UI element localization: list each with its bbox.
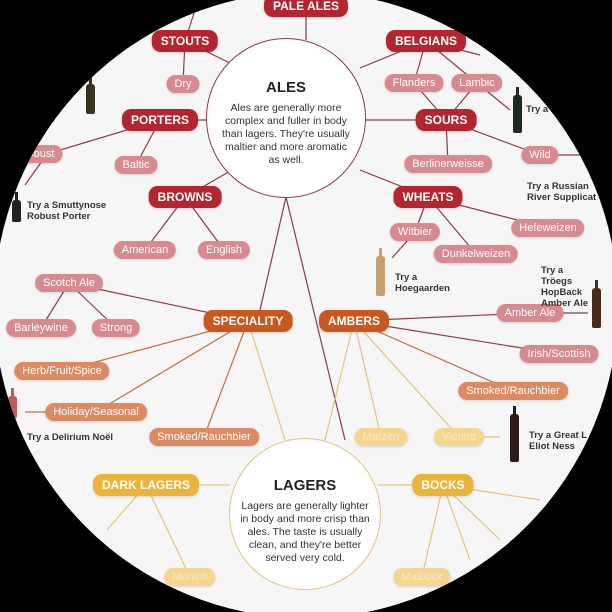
style-hefeweizen: Hefeweizen: [511, 219, 585, 237]
style-holiday-seasonal: Holiday/Seasonal: [45, 403, 147, 421]
style-flanders: Flanders: [384, 74, 444, 92]
style-dunkelweizen: Dunkelweizen: [433, 245, 519, 263]
suggestion-smuttynose: Try a Smuttynose Robust Porter: [27, 200, 107, 222]
style-witbier: Witbier: [389, 223, 441, 241]
style-amber-ale: Amber Ale: [496, 304, 564, 322]
style-marzen: Marzen: [354, 428, 408, 446]
style-robust: Robust: [11, 145, 63, 163]
style-strong: Strong: [91, 319, 141, 337]
suggestion-great-lakes: Try a Great L Eliot Ness: [529, 430, 587, 452]
style-irish-scottish: Irish/Scottish: [519, 345, 599, 363]
style-munich: Munich: [164, 568, 216, 586]
style-vienna: Vienna: [433, 428, 485, 446]
suggestion-troegs: Try a Tröegs HopBack Amber Ale: [541, 265, 589, 309]
category-ambers: AMBERS: [318, 310, 390, 332]
style-berlinerweisse: Berlinerweisse: [404, 155, 492, 173]
style-baltic: Baltic: [114, 156, 158, 174]
suggestion-hoegaarden: Try a Hoegaarden: [395, 272, 450, 294]
category-porters: PORTERS: [121, 109, 199, 131]
bottle-icon: [510, 406, 519, 462]
category-bocks: BOCKS: [412, 474, 474, 496]
bottle-icon: [513, 87, 522, 133]
style-maibock: Maibock: [393, 568, 451, 586]
category-sours: SOURS: [415, 109, 477, 131]
bottle-icon: [8, 388, 17, 418]
suggestion-russian-river: Try a Russian River Supplicat: [527, 181, 597, 203]
ales-title: ALES: [265, 79, 306, 96]
bottle-icon: [376, 248, 385, 296]
category-speciality: SPECIALITY: [203, 310, 293, 332]
ales-description: Ales are generally more complex and full…: [222, 102, 350, 166]
lagers-circle: LAGERS Lagers are generally lighter in b…: [229, 438, 381, 590]
category-pale-ales: PALE ALES: [263, 0, 349, 17]
bottle-icon: [592, 280, 601, 328]
style-american: American: [113, 241, 177, 259]
style-herb-fruit-spice: Herb/Fruit/Spice: [14, 362, 110, 380]
ales-circle: ALES Ales are generally more complex and…: [206, 38, 366, 198]
style-barleywine: Barleywine: [6, 319, 76, 337]
style-dry: Dry: [166, 75, 200, 93]
suggestion-delirium: Try a Delirium Noël: [27, 432, 114, 443]
suggestion-lambic: Try a: [526, 104, 549, 115]
style-lambic: Lambic: [451, 74, 503, 92]
bottle-icon: [86, 76, 95, 114]
lagers-description: Lagers are generally lighter in body and…: [240, 500, 370, 564]
bottle-icon: [12, 192, 21, 222]
category-belgians: BELGIANS: [385, 30, 467, 52]
lagers-title: LAGERS: [273, 477, 337, 494]
category-wheats: WHEATS: [393, 186, 463, 208]
style-smoked-rauchbier-amber: Smoked/Rauchbier: [458, 382, 568, 400]
style-wild: Wild: [521, 146, 559, 164]
style-smoked-rauchbier: Smoked/Rauchbier: [149, 428, 259, 446]
style-scotch-ale: Scotch Ale: [35, 274, 103, 292]
style-english: English: [197, 241, 251, 259]
category-stouts: STOUTS: [151, 30, 219, 52]
category-browns: BROWNS: [148, 186, 222, 208]
category-dark-lagers: DARK LAGERS: [92, 474, 200, 496]
